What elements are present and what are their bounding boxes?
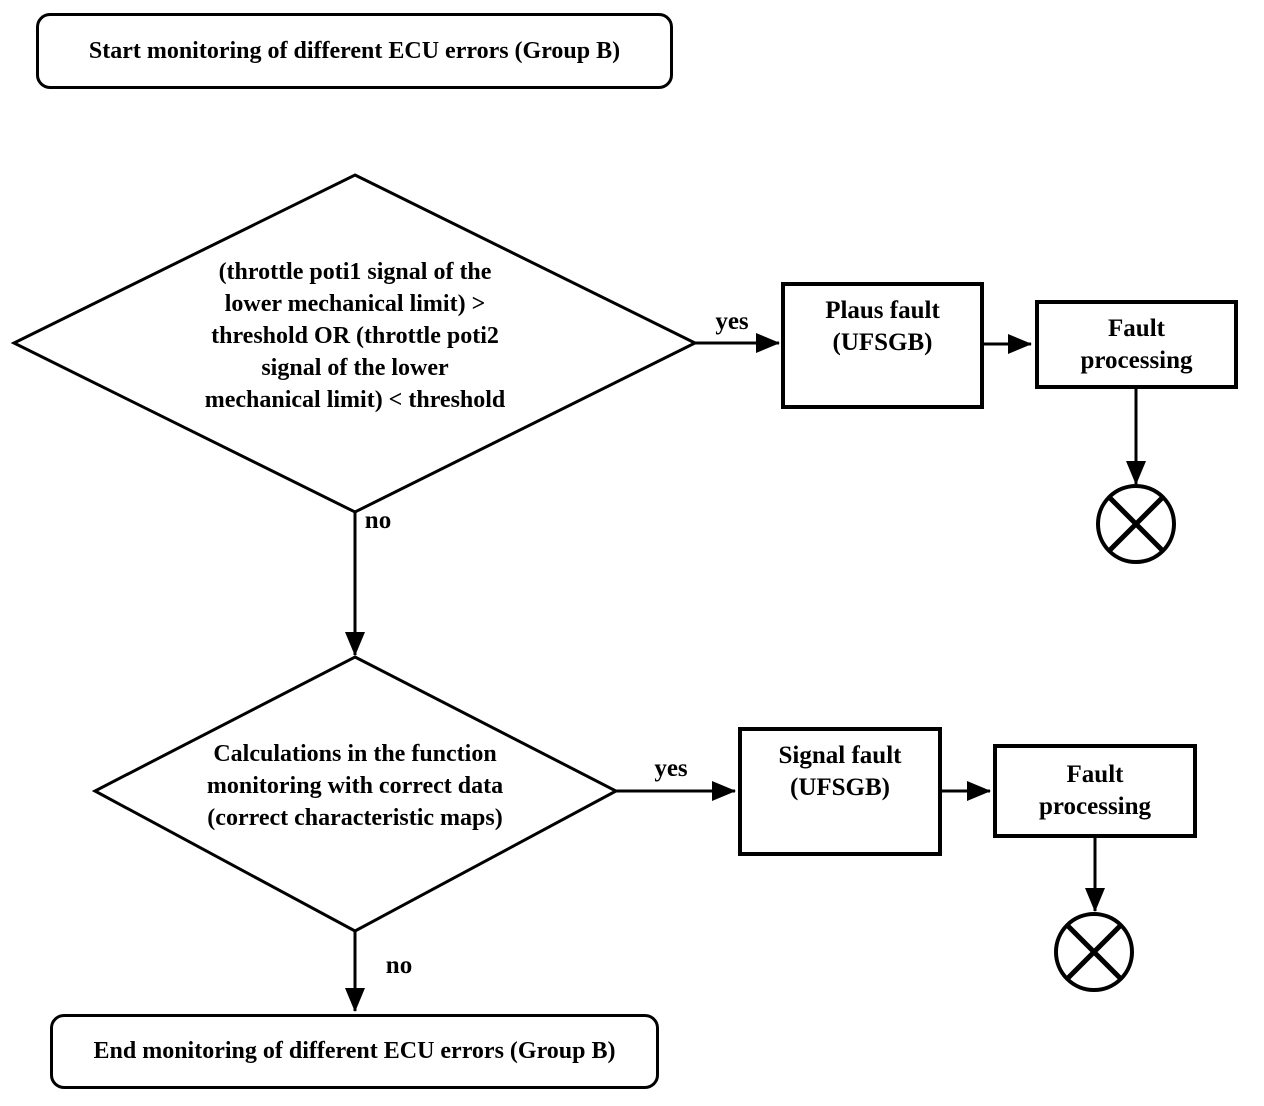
end-node: End monitoring of different ECU errors (…: [50, 1014, 659, 1089]
decision1-line: mechanical limit) < threshold: [204, 387, 506, 413]
signal-fault-node: Signal fault (UFSGB): [738, 727, 942, 856]
decision2-line: (correct characteristic maps): [207, 805, 503, 831]
decision1-line: (throttle poti1 signal of the: [218, 259, 492, 285]
fault-processing2-line: processing: [1038, 793, 1152, 820]
signal-fault-line: (UFSGB): [790, 774, 890, 801]
fault-processing2-node: Fault processing: [993, 744, 1197, 838]
fault-processing1-node: Fault processing: [1035, 300, 1238, 389]
terminator1-x-icon: [1107, 495, 1165, 553]
decision1-yes-label: yes: [715, 308, 749, 335]
decision1-no-label: no: [364, 507, 392, 534]
fault-processing1-line: Fault: [1108, 314, 1165, 342]
plaus-fault-line: (UFSGB): [832, 329, 933, 356]
fault-processing1-line: processing: [1080, 346, 1193, 374]
signal-fault-line: Signal fault: [778, 742, 902, 769]
start-label: Start monitoring of different ECU errors…: [88, 37, 621, 64]
plaus-fault-line: Plaus fault: [825, 297, 940, 324]
decision2-line: monitoring with correct data: [206, 773, 504, 799]
decision1-line: lower mechanical limit) >: [224, 291, 486, 317]
end-label: End monitoring of different ECU errors (…: [93, 1038, 616, 1064]
decision2-line: Calculations in the function: [213, 741, 497, 767]
decision2-text: Calculations in the function monitoring …: [125, 738, 585, 834]
terminator2-icon: [1054, 912, 1134, 992]
start-node: Start monitoring of different ECU errors…: [36, 13, 673, 89]
decision1-text: (throttle poti1 signal of the lower mech…: [125, 256, 585, 416]
terminator1-icon: [1096, 484, 1176, 564]
plaus-fault-node: Plaus fault (UFSGB): [781, 282, 984, 409]
decision1-line: signal of the lower: [261, 355, 449, 381]
terminator2-x-icon: [1065, 923, 1123, 981]
decision1-line: threshold OR (throttle poti2: [211, 323, 499, 349]
decision2-no-label: no: [385, 952, 413, 979]
fault-processing2-line: Fault: [1066, 761, 1124, 788]
decision2-yes-label: yes: [654, 755, 688, 782]
